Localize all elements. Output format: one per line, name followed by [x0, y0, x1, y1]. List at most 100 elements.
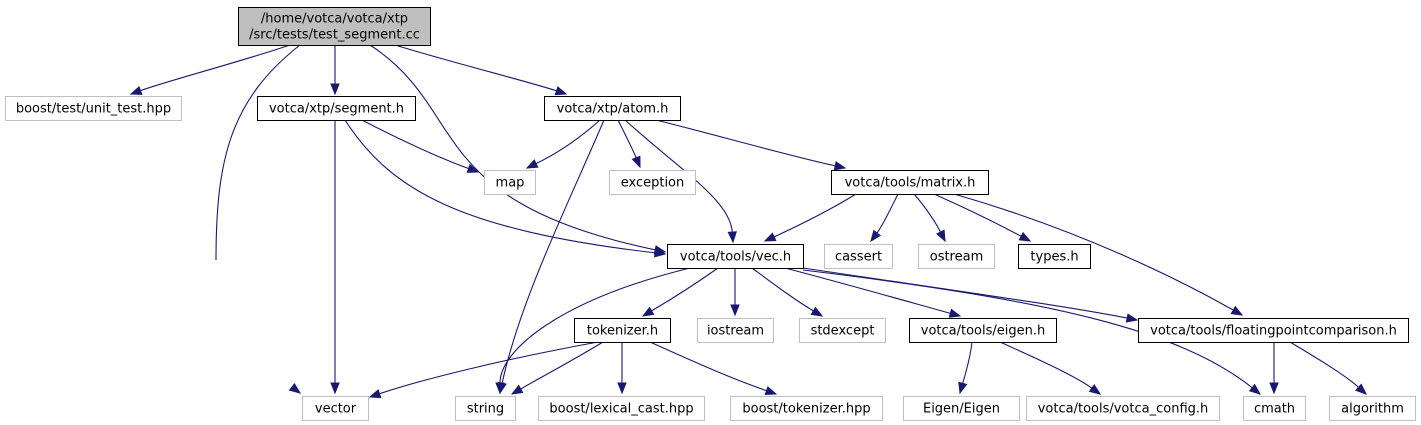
node-label: vector — [315, 402, 357, 417]
arrowhead-segment-to-vector — [330, 382, 340, 395]
node-types[interactable]: types.h — [1018, 244, 1091, 269]
node-box — [257, 96, 416, 121]
node-eigen-h[interactable]: votca/tools/eigen.h — [909, 318, 1057, 343]
node-string: string — [455, 396, 516, 421]
node-box — [667, 244, 804, 269]
edge-fpc-to-algorithm — [1289, 341, 1359, 388]
arrowhead-root-to-segment — [330, 83, 340, 96]
node-label: boost/lexical_cast.hpp — [549, 402, 693, 417]
node-box — [909, 318, 1057, 343]
node-layer: /home/votca/votca/xtp/src/tests/test_seg… — [5, 7, 1416, 421]
node-atom[interactable]: votca/xtp/atom.h — [544, 96, 681, 121]
edge-tokenizer-to-vector — [379, 341, 599, 395]
node-eigen-eigen: Eigen/Eigen — [903, 396, 1020, 421]
node-box — [903, 396, 1020, 421]
arrowhead-tokenizer-to-boost_tokenizer — [764, 386, 778, 396]
node-iostream: iostream — [697, 318, 774, 343]
edge-atom-to-vec — [624, 119, 733, 233]
node-box — [697, 318, 774, 343]
node-tokenizer[interactable]: tokenizer.h — [574, 318, 671, 343]
node-box — [824, 244, 893, 269]
node-label: votca/xtp/segment.h — [269, 102, 404, 117]
arrowhead-matrix-to-cassert — [870, 229, 882, 243]
edge-atom-to-matrix — [655, 119, 836, 167]
node-lexical-cast: boost/lexical_cast.hpp — [538, 396, 705, 421]
node-root[interactable]: /home/votca/votca/xtp/src/tests/test_seg… — [238, 7, 431, 46]
edge-vec-to-stdexcept — [751, 267, 814, 312]
node-label: votca/xtp/atom.h — [557, 102, 669, 117]
node-boost-tokenizer: boost/tokenizer.hpp — [730, 396, 883, 421]
node-vector: vector — [302, 396, 369, 421]
arrowhead-vec-to-iostream — [730, 304, 740, 317]
arrowhead-eigen_h-to-eigen_eigen — [958, 381, 968, 395]
node-vec[interactable]: votca/tools/vec.h — [667, 244, 804, 269]
node-box — [5, 96, 182, 121]
node-label: ostream — [930, 250, 984, 265]
node-exception: exception — [609, 170, 696, 195]
arrowhead-root-to-vector — [288, 382, 302, 394]
edge-eigen_h-to-votca_config — [999, 341, 1093, 389]
node-label: votca/tools/floatingpointcomparison.h — [1150, 324, 1397, 339]
edge-vec-to-string — [499, 267, 691, 384]
arrowhead-vec-to-stdexcept — [810, 306, 824, 317]
edge-segment-to-map — [361, 119, 469, 170]
arrowhead-vec-to-fpc — [1125, 313, 1139, 323]
edge-atom-to-map — [535, 119, 601, 165]
node-stdexcept: stdexcept — [799, 318, 886, 343]
arrowhead-atom-to-map — [525, 159, 539, 169]
node-box — [455, 396, 516, 421]
edge-tokenizer-to-boost_tokenizer — [649, 341, 767, 392]
node-label: iostream — [707, 324, 764, 339]
node-label: stdexcept — [811, 324, 875, 339]
arrowhead-fpc-to-cmath — [1269, 382, 1279, 395]
arrowhead-tokenizer-to-vector — [368, 389, 382, 399]
node-box — [1026, 396, 1220, 421]
node-box — [831, 170, 989, 195]
node-label: /home/votca/votca/xtp — [261, 12, 408, 27]
node-matrix[interactable]: votca/tools/matrix.h — [831, 170, 989, 195]
arrowhead-fpc-to-algorithm — [1355, 383, 1367, 395]
node-box — [484, 170, 536, 195]
node-label: cassert — [835, 250, 882, 265]
node-box — [302, 396, 369, 421]
node-algorithm: algorithm — [1329, 396, 1416, 421]
arrowhead-vec-to-eigen_h — [948, 308, 962, 318]
edge-matrix-to-ostream — [913, 193, 942, 233]
node-label: string — [467, 402, 504, 417]
node-label: Eigen/Eigen — [923, 402, 1000, 417]
arrowhead-vec-to-tokenizer — [641, 306, 655, 317]
node-box — [1329, 396, 1416, 421]
node-box — [730, 396, 883, 421]
node-label: votca/tools/votca_config.h — [1038, 402, 1209, 417]
edge-root-to-atom — [394, 44, 557, 92]
arrowhead-atom-to-vec — [727, 231, 737, 244]
edge-layer — [129, 44, 1367, 399]
node-box — [538, 396, 705, 421]
node-label: types.h — [1030, 250, 1078, 265]
arrowhead-segment-to-vec — [654, 248, 667, 258]
node-label: map — [496, 176, 525, 191]
node-unit-test: boost/test/unit_test.hpp — [5, 96, 182, 121]
arrowhead-tokenizer-to-lexical_cast — [617, 382, 627, 395]
arrowhead-atom-to-exception — [631, 155, 641, 169]
arrowhead-matrix-to-vec — [763, 232, 777, 242]
node-label: boost/test/unit_test.hpp — [16, 102, 171, 117]
node-label: votca/tools/eigen.h — [921, 324, 1045, 339]
arrowhead-eigen_h-to-votca_config — [1088, 384, 1102, 395]
arrowhead-segment-to-map — [466, 163, 480, 173]
edge-matrix-to-types — [933, 193, 1022, 237]
node-box — [918, 244, 995, 269]
node-votca-config: votca/tools/votca_config.h — [1026, 396, 1220, 421]
edge-root-to-vec — [369, 44, 656, 251]
node-fpc[interactable]: votca/tools/floatingpointcomparison.h — [1138, 318, 1409, 343]
arrowhead-vec-to-cmath — [1248, 383, 1262, 395]
node-box — [609, 170, 696, 195]
edge-root-to-vector — [215, 44, 301, 261]
node-label: tokenizer.h — [587, 324, 658, 339]
arrowhead-matrix-to-ostream — [936, 229, 946, 243]
node-label: exception — [621, 176, 685, 191]
arrowhead-atom-to-matrix — [833, 161, 847, 171]
node-segment[interactable]: votca/xtp/segment.h — [257, 96, 416, 121]
node-label: algorithm — [1341, 402, 1404, 417]
edge-atom-to-exception — [617, 119, 637, 158]
